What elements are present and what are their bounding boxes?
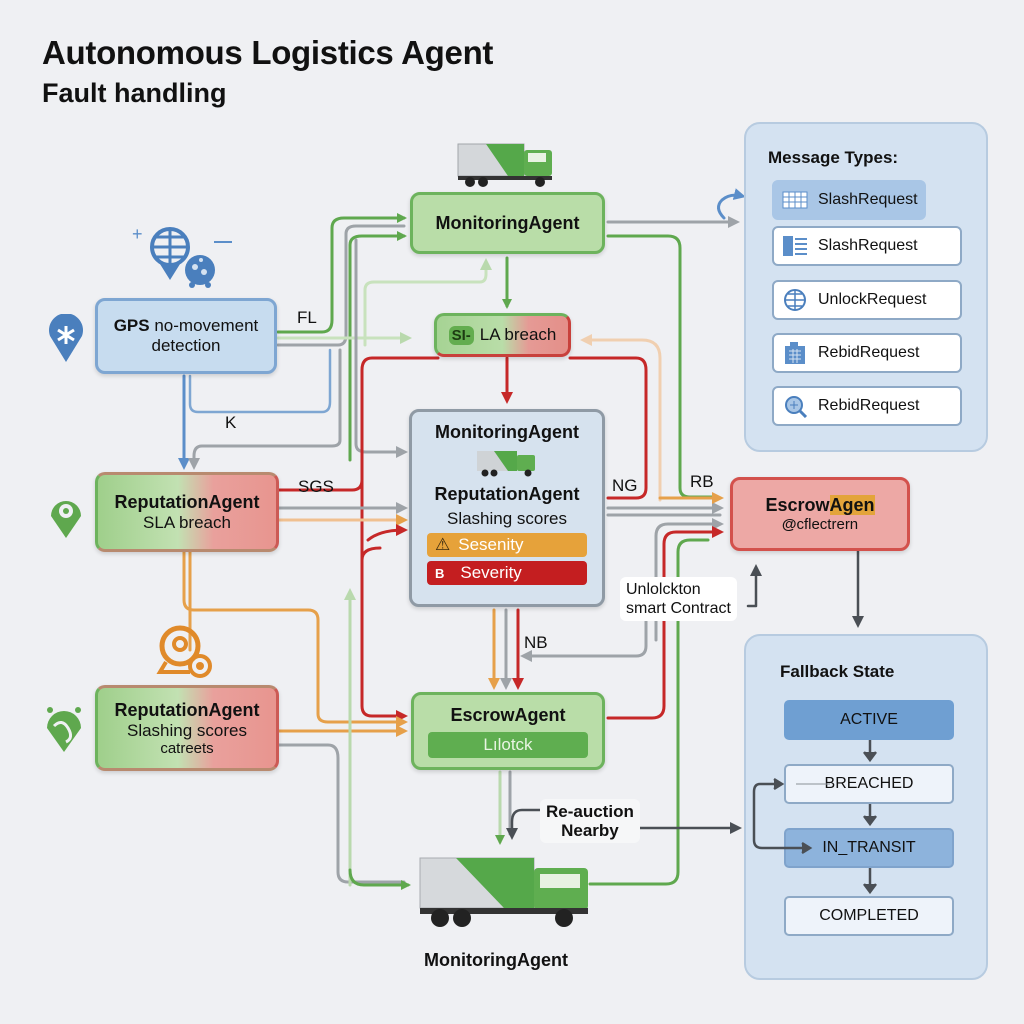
- earth-pin-icon: [44, 704, 84, 759]
- monitoring-reputation-center-node[interactable]: MonitoringAgent ReputationAgent Slashing…: [409, 409, 605, 607]
- message-type-label: RebidRequest: [818, 344, 920, 361]
- page-title: Autonomous Logistics Agent: [42, 34, 494, 71]
- warning-pill-label: Sesenity: [458, 535, 524, 554]
- node-title-2: ReputationAgent: [434, 484, 580, 504]
- gps-title-bold: GPS: [113, 316, 150, 335]
- state-completed[interactable]: COMPLETED: [784, 896, 954, 936]
- escrow-sub: cflectrern: [796, 516, 859, 533]
- warning-icon: ⚠: [435, 535, 451, 554]
- node-title: EscrowAgent: [450, 704, 566, 725]
- wire-green-loop: [348, 231, 407, 462]
- node-sub: Slashing scores: [446, 509, 567, 528]
- message-type-item[interactable]: SlashRequest: [772, 180, 926, 220]
- globe-pin-icon: +: [132, 222, 232, 297]
- message-type-item[interactable]: RebidRequest: [772, 386, 962, 426]
- wire-gray-monitoring: [276, 224, 406, 347]
- message-type-item[interactable]: UnlockRequest: [772, 280, 962, 320]
- building-icon: [782, 342, 808, 364]
- unlock-button[interactable]: Lılotck: [428, 731, 588, 758]
- node-title: ReputationAgent: [114, 491, 260, 512]
- unlock-smart-contract-note: Unlolckton smart Contract: [620, 577, 737, 621]
- reputation-agent-slashing-node[interactable]: ReputationAgent Slashing scores catreets: [95, 685, 279, 771]
- note-line-2: Nearby: [561, 821, 619, 840]
- gps-no-movement-node[interactable]: GPS no-movement detection: [95, 298, 277, 374]
- grid-icon: [782, 189, 808, 211]
- escrow-agent-center-node[interactable]: EscrowAgent Lılotck: [411, 692, 605, 770]
- sla-badge-icon: SI-: [448, 325, 474, 345]
- edge-label-fl: FL: [297, 308, 317, 327]
- panel-title: Fallback State: [780, 662, 895, 681]
- re-auction-note: Re-auction Nearby: [540, 799, 640, 843]
- node-sub: Slashing scores: [126, 721, 247, 740]
- edge-label-ng: NG: [612, 476, 638, 495]
- map-pin-icon: [46, 313, 86, 369]
- fallback-state-panel: Fallback State ACTIVE BREACHED IN_TRANSI…: [744, 634, 988, 980]
- monitoring-agent-bottom-label: MonitoringAgent: [424, 950, 568, 970]
- message-type-label: UnlockRequest: [818, 291, 927, 308]
- edge-label-k: K: [225, 413, 237, 432]
- node-title: MonitoringAgent: [435, 422, 579, 442]
- state-active[interactable]: ACTIVE: [784, 700, 954, 740]
- target-gear-icon: [156, 622, 220, 689]
- node-sub-2: catreets: [160, 740, 214, 757]
- page-subtitle: Fault handling: [42, 78, 227, 108]
- node-label: LA breach: [479, 325, 557, 344]
- escrow-agent-right-node[interactable]: EscrowAgen @cflectrern: [730, 477, 910, 551]
- monitoring-agent-top[interactable]: MonitoringAgent: [410, 192, 605, 254]
- node-sub: SLA breach: [143, 512, 231, 532]
- note-line-2: smart Contract: [626, 600, 731, 617]
- truck-icon: [418, 852, 594, 937]
- message-types-panel: Message Types: SlashRequest SlashRequest…: [744, 122, 988, 452]
- list-document-icon: [782, 235, 808, 257]
- edge-label-rb: RB: [690, 472, 714, 491]
- location-pin-icon: [48, 494, 84, 545]
- escrow-title-b: Agen: [829, 495, 875, 515]
- node-title: MonitoringAgent: [435, 212, 580, 233]
- warning-pill: ⚠ Sesenity: [427, 533, 587, 557]
- edge-label-nb: NB: [524, 633, 548, 652]
- message-type-item[interactable]: SlashRequest: [772, 226, 962, 266]
- message-type-label: SlashRequest: [818, 191, 918, 208]
- globe-icon: [782, 289, 808, 311]
- svg-text:+: +: [132, 224, 143, 244]
- message-type-label: SlashRequest: [818, 237, 918, 254]
- severity-pill: B Severity: [427, 561, 587, 585]
- truck-icon: [476, 447, 538, 482]
- message-type-item[interactable]: RebidRequest: [772, 333, 962, 373]
- refresh-icon: @: [781, 516, 797, 533]
- panel-title: Message Types:: [768, 148, 899, 167]
- truck-icon: [456, 138, 556, 193]
- gps-line2: detection: [151, 336, 221, 355]
- node-title: ReputationAgent: [114, 700, 260, 720]
- wire-gps-monitoring: [276, 213, 407, 334]
- reputation-agent-sla-node[interactable]: ReputationAgent SLA breach: [95, 472, 279, 552]
- b-icon: B: [435, 565, 445, 581]
- search-globe-icon: [782, 395, 808, 418]
- state-arrows: [752, 740, 877, 895]
- gps-title-rest: no-movement: [149, 316, 259, 335]
- note-line-1: Re-auction: [546, 802, 634, 821]
- note-line-1: Unlolckton: [626, 581, 701, 598]
- edge-label-sgs: SGS: [298, 477, 334, 496]
- sla-breach-node[interactable]: SI- LA breach: [434, 313, 571, 357]
- message-type-label: RebidRequest: [818, 397, 920, 414]
- severity-pill-label: Severity: [460, 563, 522, 582]
- escrow-title-a: Escrow: [765, 495, 830, 515]
